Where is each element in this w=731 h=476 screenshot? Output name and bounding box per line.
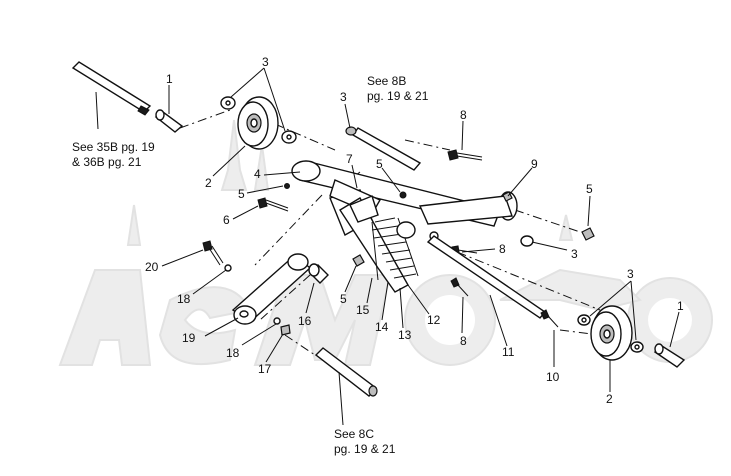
shaft-see-8c [314,347,378,397]
callout-c8c: 8 [460,334,467,348]
idler-wheel-lower [590,305,633,361]
bolt-8-lower [450,277,469,297]
callout-c3c: 3 [571,247,578,261]
callout-c1b: 1 [677,299,684,313]
callout-c8a: 8 [460,108,467,122]
callout-c14: 14 [375,320,389,334]
callout-c6: 6 [223,213,230,227]
callout-c10: 10 [546,370,560,384]
reference-notes: See 35B pg. 19 & 36B pg. 21 See 8B pg. 1… [72,74,429,456]
callout-c20: 20 [145,260,159,274]
shaft-see-8b [345,126,422,171]
ref-8b-line2: pg. 19 & 21 [367,89,429,103]
ref-35b-line1: See 35B pg. 19 [72,140,155,154]
bolt-6 [257,197,289,212]
callout-c12: 12 [427,313,441,327]
callout-c18a: 18 [177,292,191,306]
callout-c18b: 18 [226,346,240,360]
ref-8c-line2: pg. 19 & 21 [334,442,396,456]
callout-c17: 17 [258,362,272,376]
callout-c3b: 3 [340,90,347,104]
callout-c9: 9 [531,157,538,171]
callout-c5b: 5 [376,157,383,171]
bushing-16 [308,263,329,284]
callout-c11: 11 [502,345,515,359]
bolt-20 [202,240,224,266]
callout-c1a: 1 [166,72,173,86]
washers-upper-left [220,96,297,144]
callout-c13: 13 [398,328,412,342]
idler-wheel-upper [237,96,279,150]
ref-35b-line2: & 36B pg. 21 [72,155,142,169]
link-arm-19 [231,253,312,325]
shock-spring [371,217,419,281]
callout-c4: 4 [254,167,261,181]
ref-8c-line1: See 8C [334,427,374,441]
spacer-1-lower [653,343,686,368]
callout-labels: 1 3 2 3 7 8 4 5 6 5 9 5 8 3 20 18 19 16 … [145,55,684,406]
callout-c5a: 5 [238,187,245,201]
callout-c19: 19 [182,331,196,345]
callout-c15: 15 [356,303,370,317]
leader-lines [95,67,680,426]
callout-c8b: 8 [499,242,506,256]
axle-shaft-upper-left [71,61,152,116]
callout-c5d: 5 [340,292,347,306]
washers-lower-right [577,314,644,353]
callout-c2a: 2 [205,176,212,190]
spacer-1-upper [154,109,184,133]
callout-c3d: 3 [627,267,634,281]
callout-c5c: 5 [586,182,593,196]
bolt-8-upper [447,149,483,161]
ref-8b-line1: See 8B [367,74,406,88]
callout-c16: 16 [298,314,312,328]
callout-c2b: 2 [606,392,613,406]
callout-c7: 7 [346,152,353,166]
bolt-10 [540,309,559,328]
callout-c3a: 3 [262,55,269,69]
